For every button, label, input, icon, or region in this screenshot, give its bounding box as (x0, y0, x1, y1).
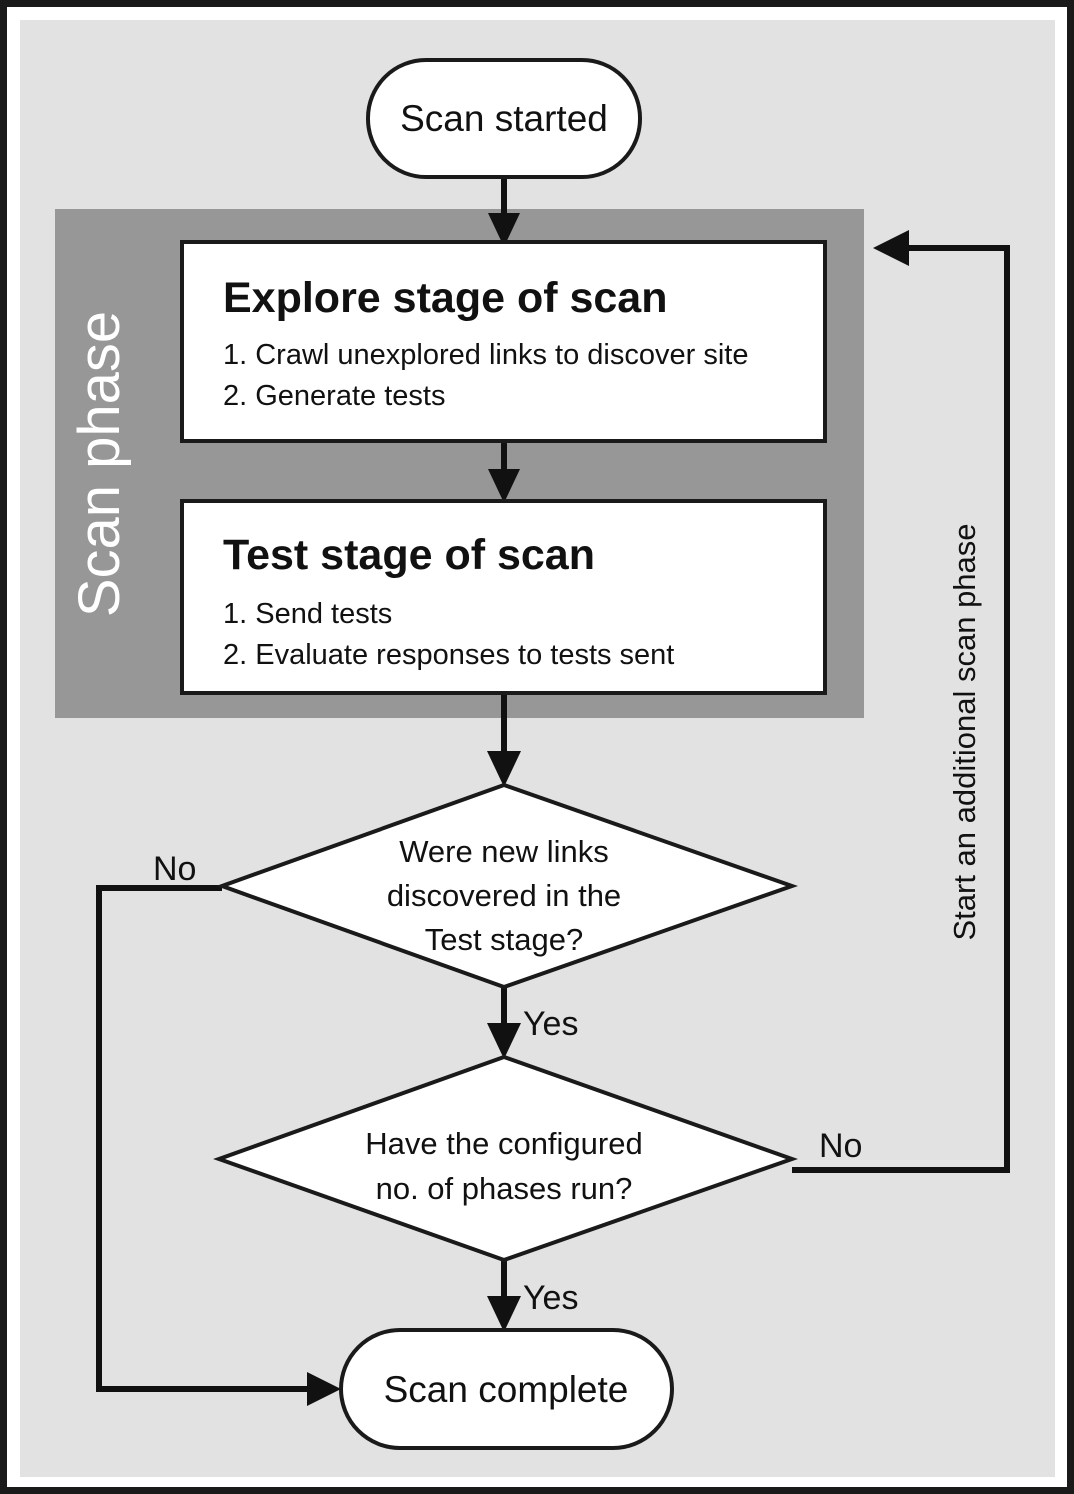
edge-new-links-no (96, 885, 319, 1392)
node-test-stage-step-1: 1. Send tests (223, 598, 392, 630)
edge-label-phases-run-no: No (819, 1127, 862, 1165)
node-scan-started[interactable] (366, 58, 642, 179)
node-decision-new-links-line-2: discovered in the (387, 878, 621, 913)
node-decision-phases-run-line-2: no. of phases run? (376, 1171, 633, 1206)
node-decision-phases-run-line-1: Have the configured (365, 1126, 642, 1161)
edge-phases-run-no-loop-back (792, 245, 1010, 1173)
scan-phase-group-label: Scan phase (67, 311, 132, 617)
node-decision-phases-run[interactable] (213, 1054, 799, 1263)
node-scan-complete-label: Scan complete (384, 1369, 629, 1410)
node-scan-started-label: Scan started (400, 98, 608, 139)
arrowhead-test-to-decision-new-links (487, 751, 521, 787)
node-test-stage-title: Test stage of scan (223, 531, 595, 579)
node-test-stage[interactable] (180, 499, 827, 695)
node-explore-stage[interactable] (180, 240, 827, 443)
node-explore-stage-step-2: 2. Generate tests (223, 380, 445, 412)
edge-label-loop-back: Start an additional scan phase (947, 523, 982, 940)
node-test-stage-step-2: 2. Evaluate responses to tests sent (223, 639, 674, 671)
arrowhead-explore-to-test (488, 469, 520, 503)
node-explore-stage-title: Explore stage of scan (223, 274, 668, 322)
node-scan-complete[interactable] (339, 1328, 674, 1450)
node-decision-new-links-line-1: Were new links (399, 834, 609, 869)
edge-label-new-links-no: No (153, 850, 196, 888)
flowchart-svg: Scan started Explore stage of scan 1. Cr… (55, 58, 1010, 1450)
edge-label-phases-run-yes: Yes (523, 1279, 578, 1317)
arrowhead-loop-back (873, 230, 909, 266)
node-decision-new-links[interactable] (216, 782, 799, 990)
arrowhead-phases-run-yes (487, 1296, 521, 1332)
node-explore-stage-step-1: 1. Crawl unexplored links to discover si… (223, 339, 748, 371)
arrowhead-start-to-explore (488, 213, 520, 247)
arrowhead-new-links-yes (487, 1023, 521, 1059)
arrowhead-new-links-no (307, 1372, 341, 1406)
edge-label-new-links-yes: Yes (523, 1005, 578, 1043)
node-decision-new-links-line-3: Test stage? (425, 922, 584, 957)
